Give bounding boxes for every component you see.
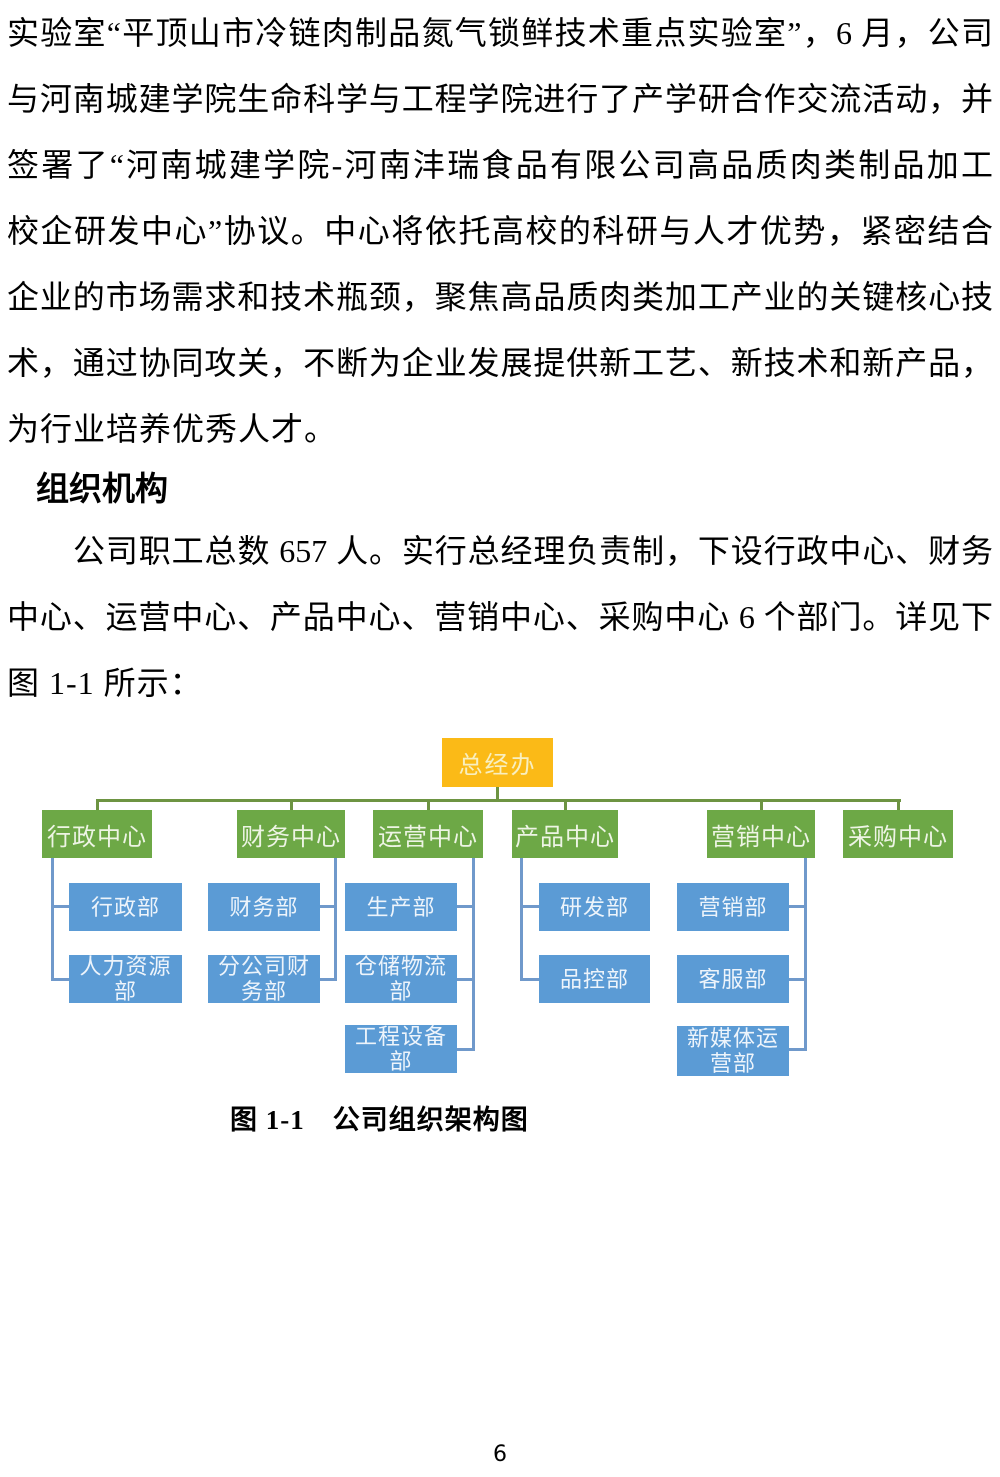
dept-node-branch-finance: 分公司财务部 <box>208 954 320 1004</box>
paragraph1-line2: 与河南城建学院生命科学与工程学院进行了产学研合作交流活动，并 <box>7 81 993 117</box>
page-number: 6 <box>493 1442 507 1467</box>
connector-product-stub1 <box>521 905 539 908</box>
connector-marketing-stub2 <box>789 978 806 981</box>
connector-stub-admin <box>96 799 99 810</box>
connector-stub-procurement <box>897 799 900 810</box>
connector-operations-stub3 <box>457 1048 474 1051</box>
dept-node-hr: 人力资源部 <box>69 954 182 1004</box>
connector-operations-stub1 <box>457 905 474 908</box>
figure-caption: 图 1-1 公司组织架构图 <box>230 1105 529 1135</box>
center-node-product: 产品中心 <box>512 810 618 858</box>
connector-marketing-stub3 <box>789 1048 806 1051</box>
center-node-marketing: 营销中心 <box>707 810 815 858</box>
paragraph2-line2: 中心、运营中心、产品中心、营销中心、采购中心 6 个部门。详见下 <box>7 599 993 635</box>
center-node-finance: 财务中心 <box>237 810 345 858</box>
dept-node-new-media-operations: 新媒体运营部 <box>677 1026 789 1076</box>
paragraph1-line7: 为行业培养优秀人才。 <box>7 411 338 447</box>
connector-finance-vline <box>334 858 337 981</box>
dept-node-warehouse-logistics: 仓储物流部 <box>345 954 457 1004</box>
connector-root-stub <box>496 787 499 800</box>
connector-operations-stub2 <box>457 978 474 981</box>
connector-stub-operations <box>427 799 430 810</box>
paragraph1-line5: 企业的市场需求和技术瓶颈，聚焦高品质肉类加工产业的关键核心技 <box>7 279 993 315</box>
connector-marketing-stub1 <box>789 905 806 908</box>
dept-node-marketing: 营销部 <box>677 883 789 931</box>
paragraph1-line3: 签署了“河南城建学院-河南沣瑞食品有限公司高品质肉类制品加工 <box>7 147 993 183</box>
dept-node-customer-service: 客服部 <box>677 955 789 1003</box>
dept-node-rd: 研发部 <box>539 883 650 931</box>
dept-node-engineering-equipment: 工程设备部 <box>345 1024 457 1074</box>
connector-operations-vline <box>472 858 475 1051</box>
center-node-procurement: 采购中心 <box>843 810 953 858</box>
paragraph1-line1: 实验室“平顶山市冷链肉制品氮气锁鲜技术重点实验室”，6 月，公司 <box>7 15 993 51</box>
paragraph2-line3: 图 1-1 所示： <box>7 665 203 701</box>
connector-marketing-vline <box>804 858 807 1051</box>
connector-stub-finance <box>290 799 293 810</box>
paragraph2-line1: 公司职工总数 657 人。实行总经理负责制，下设行政中心、财务 <box>73 533 993 569</box>
dept-node-finance: 财务部 <box>208 883 320 931</box>
connector-admin-stub1 <box>51 905 69 908</box>
root-node-general-manager-office: 总经办 <box>442 738 553 787</box>
connector-finance-stub2 <box>320 978 336 981</box>
body-text: 实验室“平顶山市冷链肉制品氮气锁鲜技术重点实验室”，6 月，公司 与河南城建学院… <box>0 0 1000 716</box>
connector-stub-product <box>564 799 567 810</box>
center-node-operations: 运营中心 <box>373 810 483 858</box>
dept-node-production: 生产部 <box>345 883 457 931</box>
connector-finance-stub1 <box>320 905 336 908</box>
connector-spine <box>96 799 901 802</box>
dept-node-admin: 行政部 <box>69 883 182 931</box>
connector-admin-vline <box>51 858 54 981</box>
paragraph1-line4: 校企研发中心”协议。中心将依托高校的科研与人才优势，紧密结合 <box>7 213 993 249</box>
connector-product-stub2 <box>521 978 539 981</box>
paragraph1-line6: 术，通过协同攻关，不断为企业发展提供新工艺、新技术和新产品， <box>7 345 993 381</box>
dept-node-quality-control: 品控部 <box>539 955 650 1003</box>
connector-stub-marketing <box>760 799 763 810</box>
connector-product-vline <box>520 858 523 981</box>
section-heading: 组织机构 <box>36 472 168 508</box>
center-node-admin: 行政中心 <box>42 810 152 858</box>
connector-admin-stub2 <box>51 978 69 981</box>
org-chart: 总经办 行政中心 财务中心 运营中心 产品中心 营销中心 采购中心 <box>0 730 1000 1090</box>
